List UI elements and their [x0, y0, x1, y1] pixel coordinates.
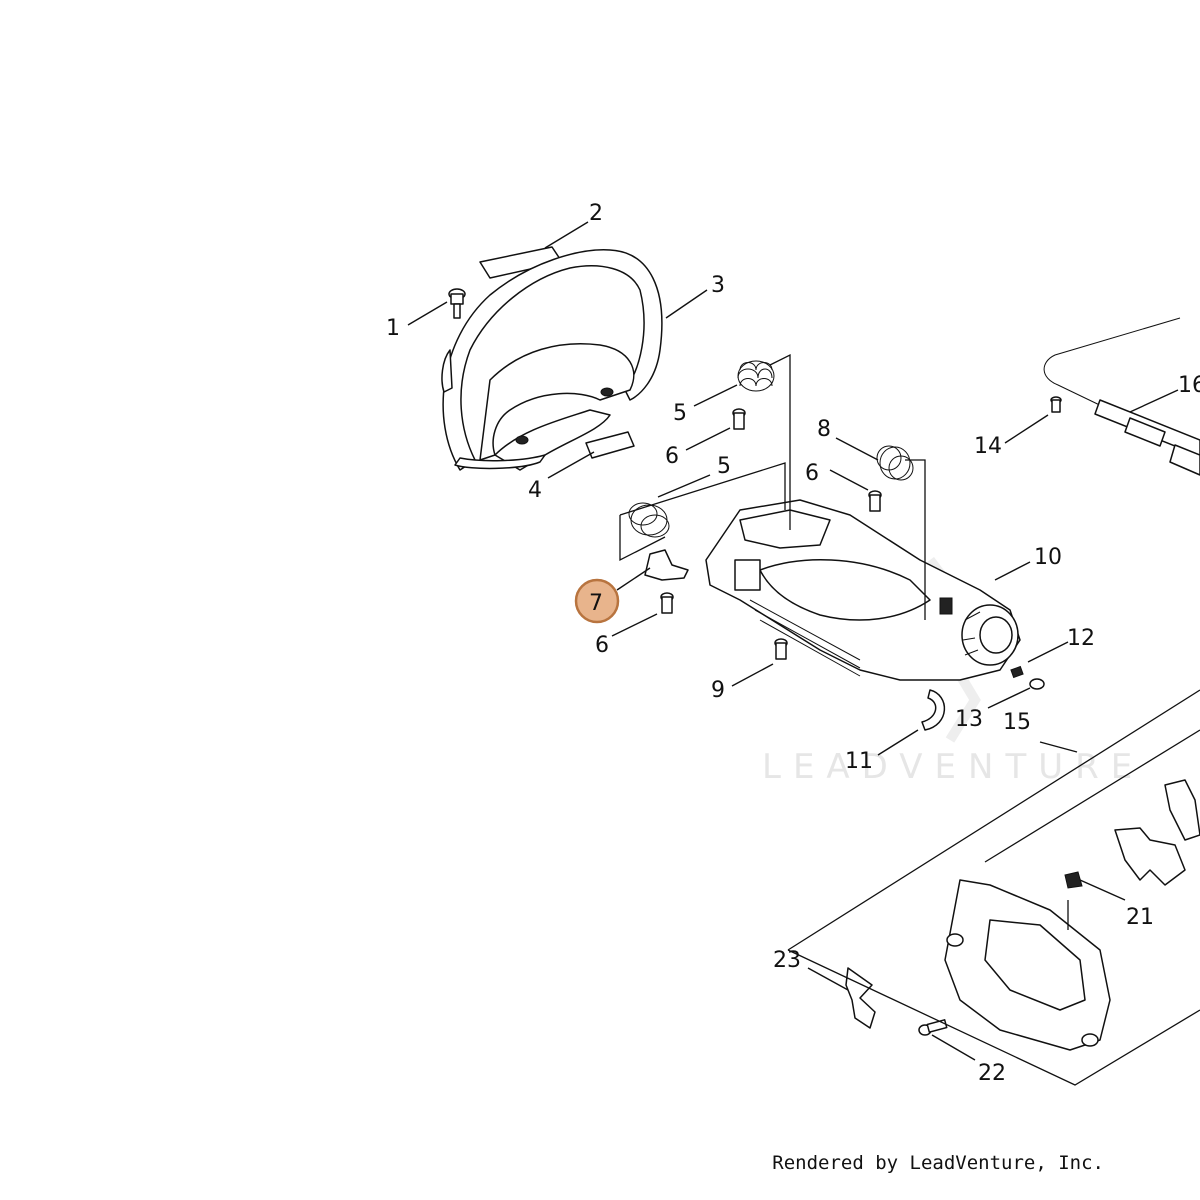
part-13-plug[interactable] [1029, 678, 1045, 690]
part-4-decal[interactable] [585, 431, 635, 459]
callout-16[interactable]: 15 [1003, 710, 1031, 735]
callout-12[interactable]: 12 [1067, 626, 1095, 651]
callout-8[interactable]: 8 [817, 417, 831, 442]
watermark-text: LEADVENTURE [762, 747, 1144, 787]
part-23-decal[interactable] [845, 967, 876, 1029]
part-5-spring-lower[interactable] [628, 502, 670, 538]
part-5-spring-upper[interactable] [737, 360, 775, 392]
part-6-screw-b[interactable] [868, 490, 882, 512]
part-14-screw[interactable] [1050, 396, 1062, 413]
leader-lines [407, 221, 1179, 1061]
part-6-screw-c[interactable] [660, 592, 674, 614]
callout-numbers: 2 3 1 4 5 6 5 8 6 7 6 9 10 12 13 15 11 1… [386, 201, 1200, 1086]
callout-7[interactable]: 7 [589, 591, 603, 616]
part-7-plate[interactable] [644, 549, 689, 581]
footer-credit: Rendered by LeadVenture, Inc. [772, 1152, 1104, 1174]
callout-1[interactable]: 1 [386, 316, 400, 341]
part-8-spring[interactable] [876, 445, 914, 481]
part-1-screw[interactable] [448, 288, 466, 319]
part-10-housing[interactable] [705, 499, 1021, 681]
part-9-screw[interactable] [774, 638, 788, 660]
callout-3[interactable]: 3 [711, 273, 725, 298]
highlight-circle-7[interactable] [574, 578, 620, 624]
callout-14[interactable]: 14 [974, 434, 1002, 459]
part-16-cover-assembly[interactable] [944, 879, 1111, 1051]
part-6-screw-a[interactable] [732, 408, 746, 430]
callout-2[interactable]: 2 [589, 201, 603, 226]
callout-6-right[interactable]: 6 [805, 461, 819, 486]
callout-15[interactable]: 16 [1178, 373, 1200, 398]
callout-6-lower[interactable]: 6 [595, 633, 609, 658]
callout-23[interactable]: 23 [773, 948, 801, 973]
callout-10[interactable]: 10 [1034, 545, 1062, 570]
part-15-throttle-cable[interactable] [1043, 317, 1200, 476]
callout-6-upper[interactable]: 6 [665, 444, 679, 469]
callout-21[interactable]: 21 [1126, 905, 1154, 930]
callout-4[interactable]: 4 [528, 478, 542, 503]
grouping-brackets [619, 353, 1200, 1086]
part-3-handle[interactable] [441, 249, 663, 471]
part-11-clip[interactable] [921, 689, 946, 731]
part-upper-right-levers[interactable] [1064, 779, 1200, 889]
callout-11[interactable]: 11 [845, 749, 873, 774]
callout-13[interactable]: 13 [955, 707, 983, 732]
callout-22[interactable]: 22 [978, 1061, 1006, 1086]
callout-5-upper[interactable]: 5 [673, 401, 687, 426]
callout-5-lower[interactable]: 5 [717, 454, 731, 479]
part-12-pin[interactable] [1010, 665, 1024, 679]
callout-9[interactable]: 9 [711, 678, 725, 703]
